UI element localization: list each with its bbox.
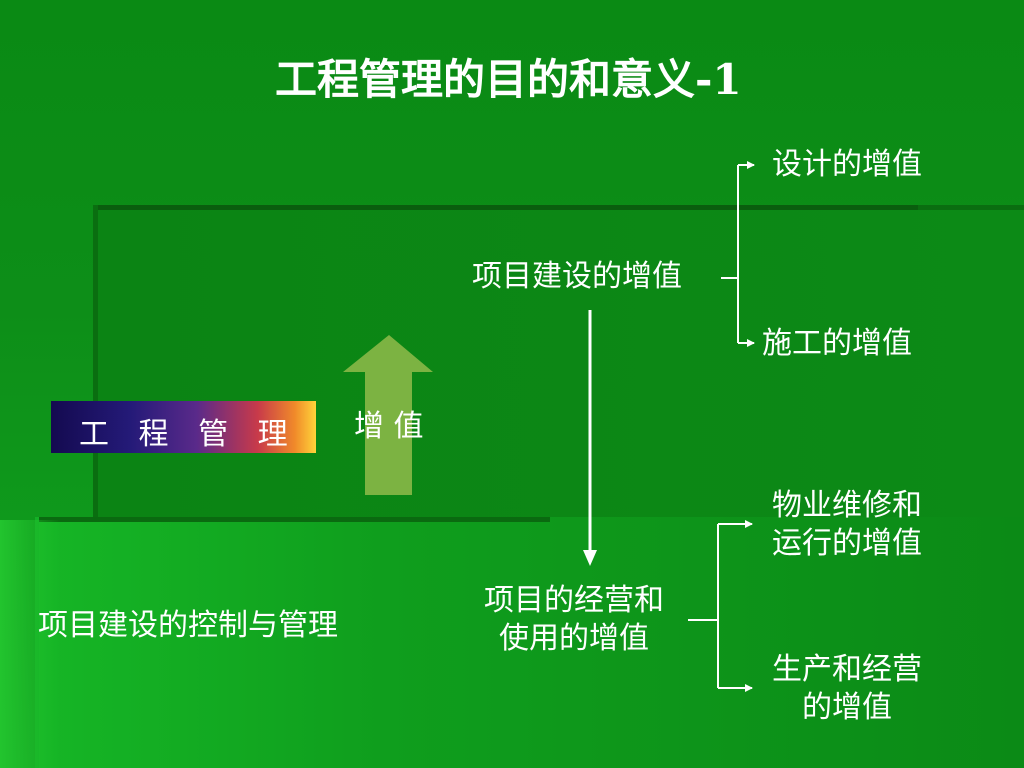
panel-upper-top-edge [98,205,918,210]
down-arrow [583,310,597,566]
maintenance-value-line2: 运行的增值 [772,526,922,561]
maintenance-value-line1: 物业维修和 [772,488,922,523]
production-value-node: 生产和经营 的增值 [754,651,940,727]
operation-value-node: 项目的经营和 使用的增值 [466,582,682,658]
upper-bracket [721,161,755,347]
slide-title-text: 工程管理的目的和意义-1 [275,55,742,104]
engineering-management-box: 工 程 管 理 [51,401,316,453]
panel-lower-top-edge [35,517,550,522]
design-value-node: 设计的增值 [772,147,922,182]
maintenance-value-node: 物业维修和 运行的增值 [754,487,940,563]
control-management-label: 项目建设的控制与管理 [38,608,338,643]
operation-value-line1: 项目的经营和 [484,583,664,618]
production-value-line1: 生产和经营 [772,652,922,687]
value-add-label: 增 值 [354,409,424,444]
operation-value-line2: 使用的增值 [499,621,649,656]
up-arrow [343,335,433,495]
construction-value-node: 项目建设的增值 [472,259,682,294]
production-value-line2: 的增值 [802,690,892,725]
lower-bracket [688,520,753,692]
slide-title: 工程管理的目的和意义-1 [275,46,835,106]
background-panel-lower [35,517,1024,768]
engineering-management-label: 工 程 管 理 [79,417,298,452]
build-value-node: 施工的增值 [762,326,912,361]
left-glow [0,520,60,768]
